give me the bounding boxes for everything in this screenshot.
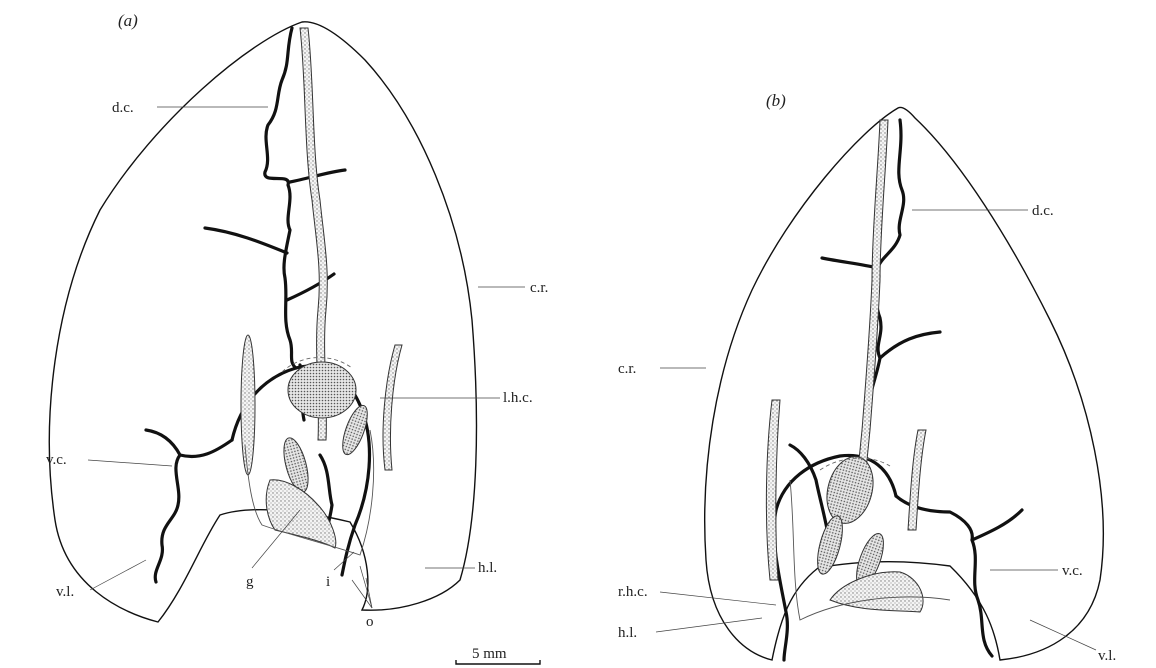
panel-b-label: (b) [766, 91, 786, 110]
panel-b-leader-hl [656, 618, 762, 632]
panel-a: (a) d.c. c.r. l.h.c. [46, 11, 548, 630]
panel-b-label-cr: c.r. [618, 361, 636, 377]
panel-b-lower-sac [830, 572, 923, 612]
panel-a-label: (a) [118, 11, 138, 30]
panel-a-sack-right [383, 345, 402, 470]
panel-a-label-hl: h.l. [478, 560, 497, 576]
scale-bar-label: 5 mm [472, 646, 507, 662]
panel-a-label-cr: c.r. [530, 280, 548, 296]
panel-b-label-hl: h.l. [618, 625, 637, 641]
panel-a-label-g: g [246, 574, 254, 590]
panel-a-leader-vl [90, 560, 146, 590]
panel-b-leader-vl [1030, 620, 1096, 650]
panel-b-leader-rhc [660, 592, 776, 605]
panel-b-dc-branch-2 [880, 332, 940, 358]
panel-b-sack-left [766, 400, 780, 580]
panel-a-sack-left [241, 335, 255, 475]
panel-a-ventral-canal [155, 440, 232, 582]
panel-b-label-dc: d.c. [1032, 203, 1054, 219]
panel-a-dc-branch-2 [205, 228, 287, 253]
panel-a-label-vl: v.l. [56, 584, 74, 600]
panel-a-leader-vc [88, 460, 172, 466]
panel-a-label-o: o [366, 614, 374, 630]
scale-bar: 5 mm [456, 646, 540, 664]
panel-b-vc-branch [972, 510, 1022, 540]
panel-a-label-dc: d.c. [112, 100, 134, 116]
panel-b: (b) d.c. c.r. v.c. r.h.c. h.l. [618, 91, 1116, 664]
panel-a-dorsal-canal [265, 28, 296, 368]
panel-b-stomach [820, 451, 880, 528]
panel-a-vc-branch [146, 430, 180, 455]
panel-a-label-lhc: l.h.c. [503, 390, 533, 406]
panel-b-sack-right [908, 430, 926, 530]
panel-b-label-vl: v.l. [1098, 648, 1116, 664]
panel-b-label-rhc: r.h.c. [618, 584, 648, 600]
panel-b-dc-branch-1 [822, 258, 878, 268]
panel-b-gut-tube [856, 120, 888, 490]
panel-a-label-vc: v.c. [46, 452, 67, 468]
panel-a-stomach [288, 362, 356, 418]
panel-b-label-vc: v.c. [1062, 563, 1083, 579]
panel-a-label-i: i [326, 574, 330, 590]
panel-b-gonad-1 [813, 513, 848, 576]
